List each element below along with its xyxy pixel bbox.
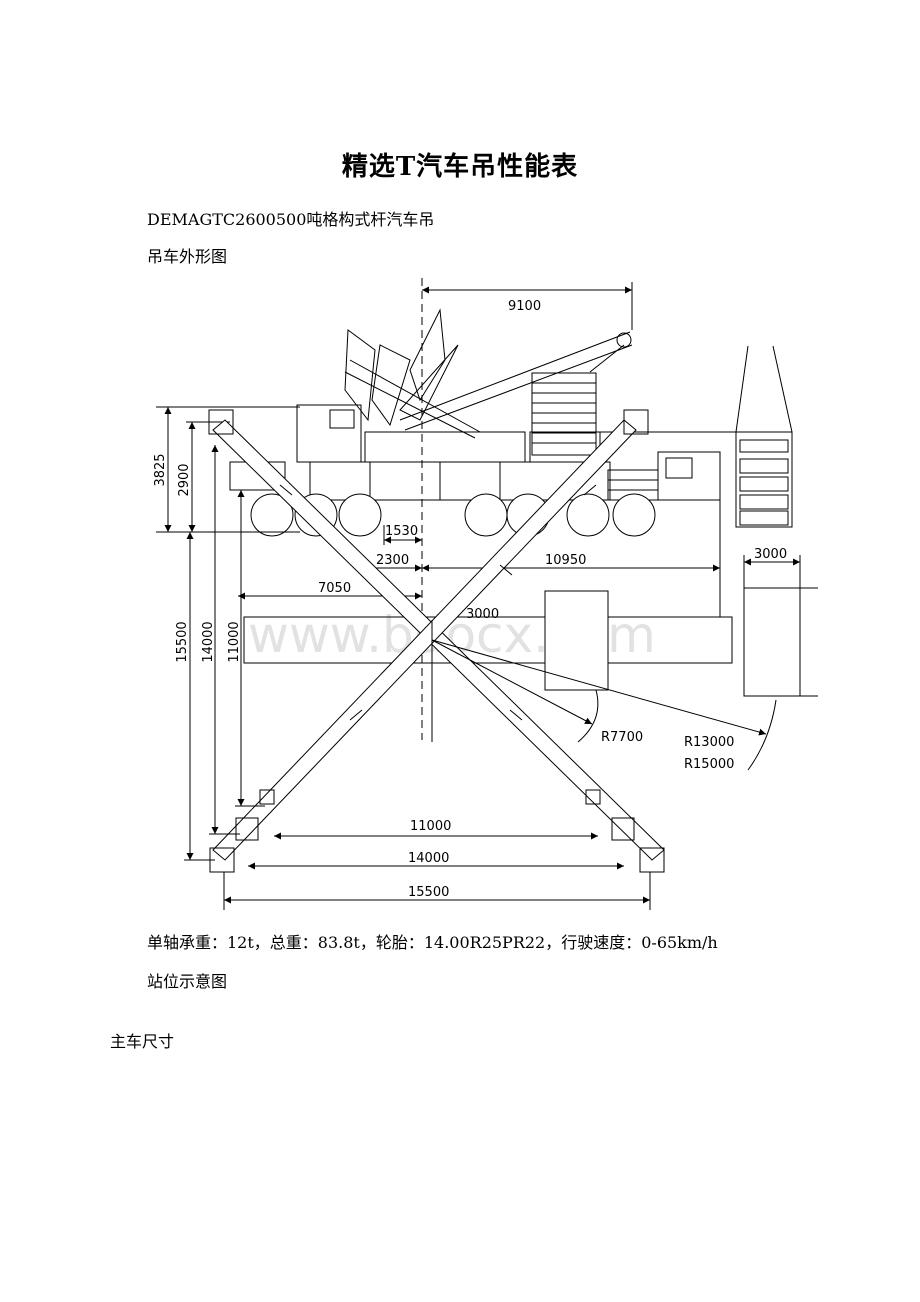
horizontal-dimensions [238, 500, 801, 617]
model-subtitle: DEMAGTC2600500吨格构式杆汽车吊 [147, 210, 435, 229]
radius-label-13000: R13000 [684, 735, 734, 750]
dim-label-3000: 3000 [754, 547, 787, 562]
station-label: 站位示意图 [147, 972, 228, 991]
counterweight-tower [735, 345, 793, 528]
spec-line: 单轴承重：12t，总重：83.8t，轮胎：14.00R25PR22，行驶速度：0… [147, 933, 718, 952]
dim-label-b11000: 11000 [410, 819, 451, 834]
height-dimensions [156, 406, 300, 533]
dim-label-b14000: 14000 [408, 851, 449, 866]
dim-label-11000: 11000 [227, 621, 242, 662]
vertical-dimensions [184, 445, 265, 861]
dim-label-14000: 14000 [201, 621, 216, 662]
dim-label-7050: 7050 [318, 581, 351, 596]
radius-label-7700: R7700 [601, 730, 643, 745]
counterweight-pad [743, 587, 801, 697]
dim-label-3825: 3825 [153, 453, 168, 486]
radius-label-15000: R15000 [684, 757, 734, 772]
dim-label-3000-partial: 3000 [466, 607, 499, 622]
front-pad [544, 590, 609, 691]
dim-label-b15500: 15500 [408, 885, 449, 900]
dim-label-15500: 15500 [175, 621, 190, 662]
dim-label-2300: 2300 [376, 553, 409, 568]
dim-label-9100: 9100 [508, 299, 541, 314]
counterweight-stack [531, 372, 597, 456]
dim-label-10950: 10950 [545, 553, 586, 568]
crane-body [229, 404, 721, 501]
main-dimensions-label: 主车尺寸 [110, 1032, 175, 1051]
crane-drawing-svg: www.bdocx.com 9100 [153, 278, 818, 910]
crane-drawing: www.bdocx.com 9100 [140, 270, 820, 920]
dim-label-2900: 2900 [177, 463, 192, 496]
outline-label: 吊车外形图 [147, 247, 228, 266]
page-title: 精选T汽车吊性能表 [341, 152, 579, 182]
outrigger-arms [208, 409, 665, 873]
bottom-dimensions [223, 832, 651, 910]
crane-boom [344, 308, 633, 439]
dim-label-1530: 1530 [385, 524, 418, 539]
radius-lines [431, 620, 777, 771]
